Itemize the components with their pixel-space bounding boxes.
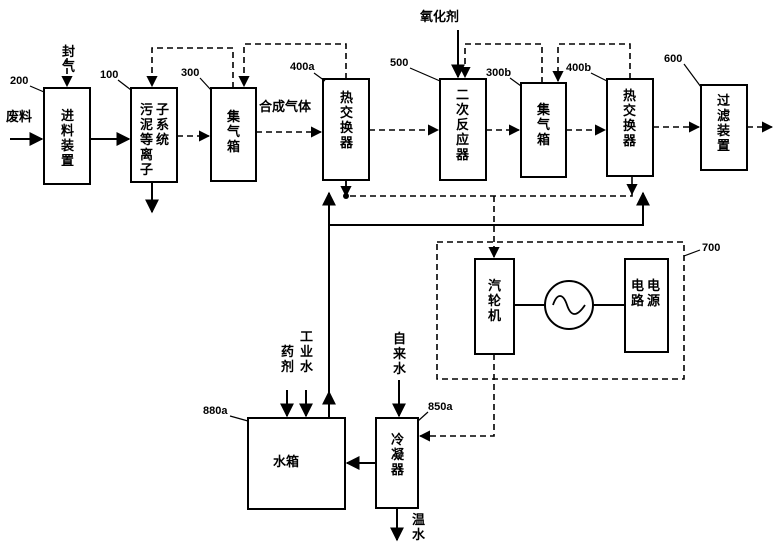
leader-300b [509, 77, 522, 87]
number-850a: 850a [428, 401, 453, 413]
leader-500 [409, 67, 441, 82]
turbine-to-condenser-line [418, 354, 495, 442]
power-system-frame [436, 241, 685, 380]
turbine-block [474, 258, 515, 355]
plasma-system-label-col2: 子系统 [156, 102, 169, 147]
label-industrial-water: 工业水 [300, 329, 314, 374]
number-500: 500 [390, 57, 408, 69]
heat-exchanger-b-block [606, 78, 654, 177]
plasma-system-label-col1: 污泥等离子 [139, 102, 153, 177]
gasbox-b-recycle-line [459, 43, 543, 83]
plasma-system-block [130, 87, 178, 183]
leader-850a [417, 411, 429, 422]
junction-dot [343, 193, 349, 199]
filter-device-label: 过滤装置 [716, 93, 730, 153]
power-circuit-label-col1: 电路 [631, 278, 645, 308]
feed-device-label: 进料装置 [60, 108, 74, 168]
label-warm-water: 温水 [412, 512, 426, 542]
generator-icon [544, 280, 594, 330]
condenser-label: 冷凝器 [390, 432, 405, 477]
number-200: 200 [10, 75, 28, 87]
leader-880a [229, 415, 249, 422]
feed-device-block [43, 87, 91, 185]
water-tank-label: 水箱 [273, 454, 299, 469]
number-400b: 400b [566, 62, 591, 74]
number-400a: 400a [290, 61, 315, 73]
label-700-leader [683, 249, 701, 257]
label-tap-water: 自来水 [392, 331, 407, 376]
number-700: 700 [702, 242, 720, 254]
label-waste: 废料 [6, 109, 32, 124]
leader-400a [313, 72, 326, 82]
filter-device-block [700, 84, 748, 171]
label-chemical: 药剂 [280, 344, 294, 374]
leader-600 [683, 63, 702, 88]
steam-from-hx-a-line [345, 180, 633, 197]
condenser-block [375, 417, 419, 509]
leader-300 [199, 77, 212, 91]
number-600: 600 [664, 53, 682, 65]
number-300: 300 [181, 67, 199, 79]
water-tank-block [247, 417, 346, 510]
leader-200 [29, 85, 45, 93]
secondary-reactor-label: 二次反应器 [455, 87, 470, 162]
label-syngas: 合成气体 [259, 99, 312, 114]
label-oxidant: 氧化剂 [419, 9, 459, 24]
hx-a-recycle-line [238, 43, 347, 88]
number-880a: 880a [203, 405, 228, 417]
number-300b: 300b [486, 67, 511, 79]
leader-100 [117, 79, 132, 91]
turbine-label: 汽轮机 [488, 278, 501, 323]
hot-water-return-line [328, 191, 650, 418]
leader-400b [590, 72, 608, 82]
power-circuit-label-col2: 电源 [647, 278, 660, 308]
heat-exchanger-b-label: 热交换器 [622, 88, 637, 148]
label-seal-gas: 封气 [62, 44, 75, 74]
heat-exchanger-a-label: 热交换器 [339, 90, 354, 150]
hx-b-recycle-line [552, 43, 631, 83]
gas-box-a-label: 集气箱 [226, 109, 241, 154]
gas-box-b-label: 集气箱 [536, 102, 551, 147]
gas-box-a-block [210, 87, 257, 182]
gas-box-b-block [520, 82, 567, 178]
gasbox-a-recycle-line [146, 47, 234, 88]
number-100: 100 [100, 69, 118, 81]
